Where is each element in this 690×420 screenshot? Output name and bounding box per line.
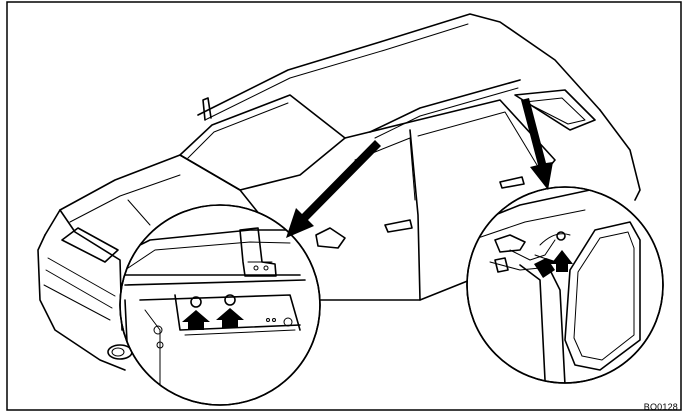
arrow-clip-2 [551,250,573,272]
leader-arrows [286,98,553,238]
arrow-bolt-1 [182,310,210,330]
arrow-bolt-2 [216,308,244,328]
leader-arrow-left [286,140,381,238]
leader-arrow-right [521,98,553,190]
left-detail-callout [119,204,321,406]
right-detail-callout [466,186,664,384]
figure-code: BO0128 [643,402,678,412]
figure-frame [6,1,682,411]
